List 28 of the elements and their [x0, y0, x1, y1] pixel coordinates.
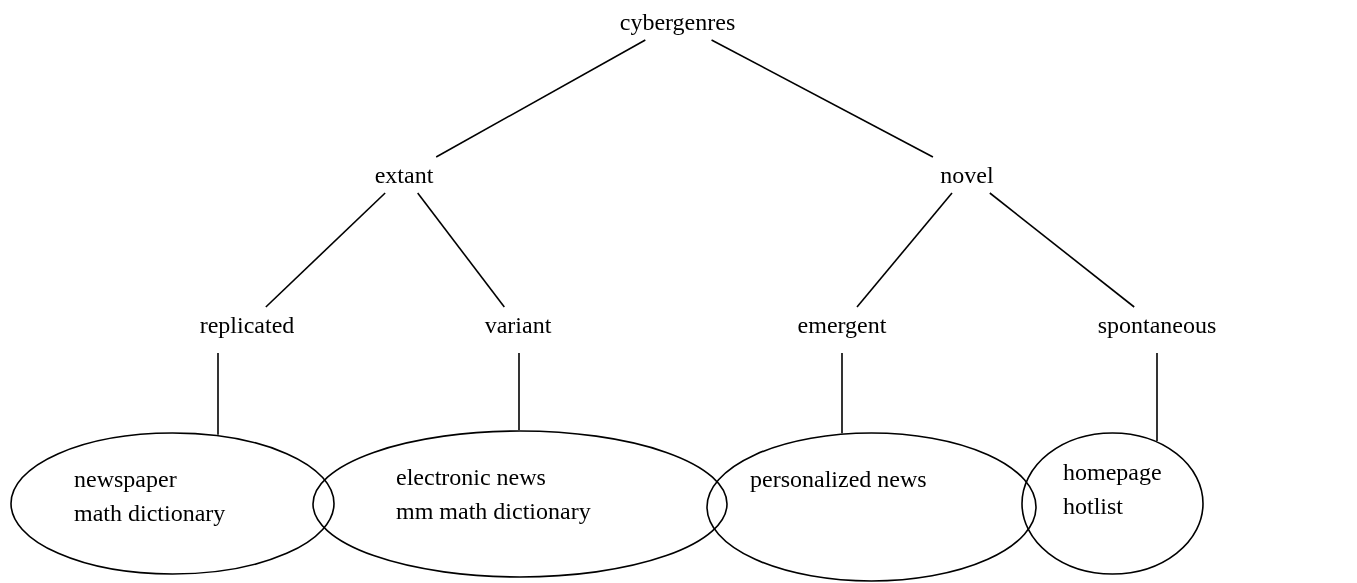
- example-label: newspaper: [74, 465, 178, 493]
- tree-line: [710, 39, 934, 158]
- example-label: personalized news: [750, 465, 927, 493]
- genre-label: spontaneous: [1088, 311, 1226, 339]
- tree-line: [841, 352, 843, 434]
- example-label: hotlist: [1063, 492, 1124, 520]
- tree-line: [265, 192, 386, 308]
- tree-line: [435, 39, 647, 158]
- genre-label: cybergenres: [605, 8, 750, 36]
- tree-line: [989, 192, 1135, 308]
- tree-line: [518, 352, 520, 431]
- ellipse-node: [10, 432, 335, 575]
- ellipse-node: [706, 432, 1037, 582]
- genre-label: extant: [362, 161, 446, 189]
- ellipse-node: [1021, 432, 1204, 575]
- genre-label: emergent: [790, 311, 894, 339]
- example-label: electronic news: [396, 463, 547, 491]
- tree-line: [416, 192, 506, 308]
- tree-line: [1156, 352, 1158, 442]
- tree-line: [856, 192, 953, 308]
- tree-line: [217, 352, 219, 436]
- ellipse-node: [312, 430, 728, 578]
- genre-label: replicated: [185, 311, 309, 339]
- genre-label: variant: [470, 311, 566, 339]
- example-label: homepage: [1063, 458, 1162, 486]
- example-label: mm math dictionary: [396, 497, 591, 525]
- example-label: math dictionary: [74, 499, 226, 527]
- genre-label: novel: [930, 161, 1004, 189]
